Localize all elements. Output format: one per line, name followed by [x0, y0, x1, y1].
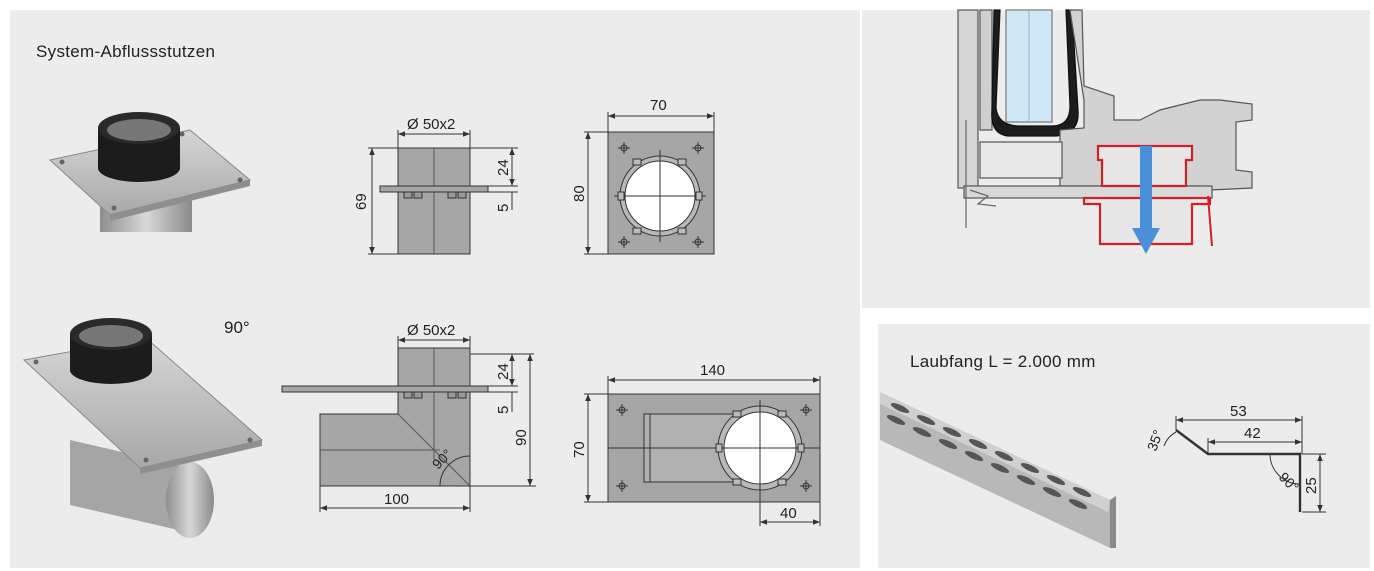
elbow-upper-label: 24: [495, 363, 512, 380]
system-title: System-Abflussstutzen: [36, 42, 216, 61]
straight-top-view: [584, 112, 715, 255]
elbow-top-height-label: 70: [571, 441, 588, 458]
elbow-diameter-label: Ø 50x2: [407, 322, 455, 339]
straight-top-width-label: 70: [650, 97, 667, 114]
laubfang-profile: [1163, 416, 1326, 513]
elbow-top-offset-label: 40: [780, 505, 797, 522]
straight-outlet-photo: [48, 112, 252, 232]
elbow-outlet-photo: [22, 318, 264, 538]
laubfang-top-width-label: 53: [1230, 403, 1247, 420]
laubfang-title: Laubfang L = 2.000 mm: [910, 352, 1096, 371]
laubfang-height-label: 25: [1303, 477, 1320, 494]
laubfang-inner-width-label: 42: [1244, 425, 1261, 442]
elbow-top-width-label: 140: [700, 362, 725, 379]
laubfang-slots: [886, 402, 1092, 510]
laubfang-angle-top-label: 35°: [1144, 428, 1166, 453]
elbow-angle-label: 90°: [224, 318, 250, 337]
straight-diameter-label: Ø 50x2: [407, 116, 455, 133]
straight-top-height-label: 80: [571, 185, 588, 202]
laubfang-angle-corner-label: 90°: [1276, 469, 1302, 495]
laubfang-photo: [880, 392, 1116, 548]
installation-diagram: [957, 9, 1253, 254]
elbow-height-label: 90: [513, 429, 530, 446]
elbow-top-view: [584, 376, 821, 526]
elbow-length-label: 100: [384, 491, 409, 508]
straight-flange-label: 5: [495, 204, 512, 212]
elbow-side-view: [281, 336, 536, 512]
straight-height-label: 69: [353, 193, 370, 210]
straight-upper-label: 24: [495, 159, 512, 176]
straight-side-view: [368, 130, 518, 255]
elbow-flange-label: 5: [495, 406, 512, 414]
